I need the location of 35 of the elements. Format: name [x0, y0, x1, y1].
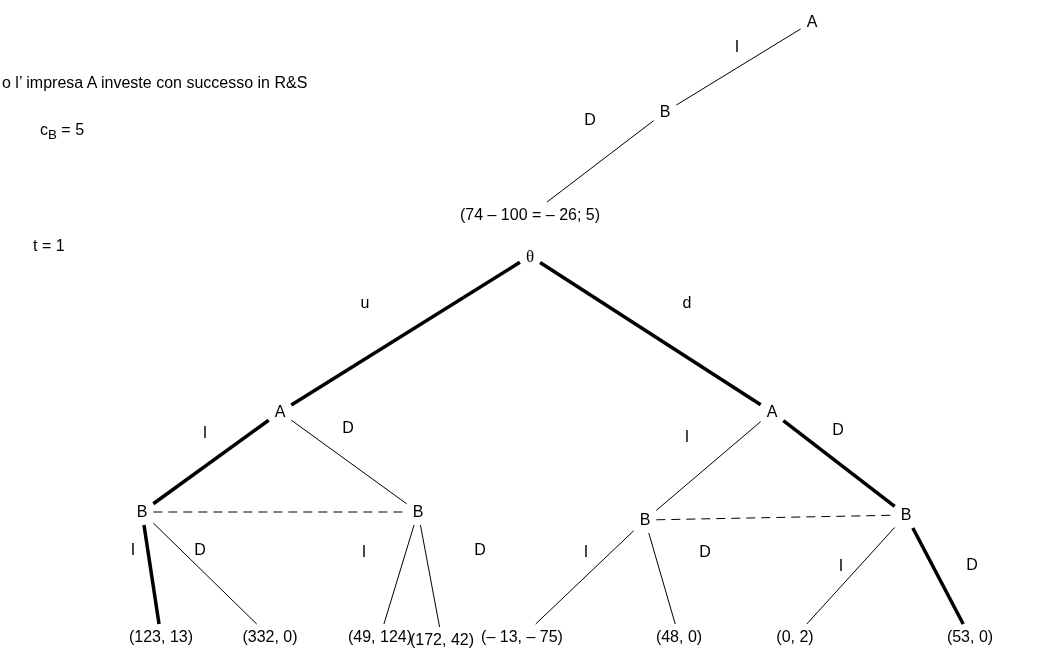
chance-node-symbol: θ	[519, 242, 541, 270]
payoff-label: (0, 2)	[770, 624, 820, 650]
player-label: B	[633, 507, 657, 533]
player-label: A	[800, 9, 824, 35]
branch-line	[535, 530, 635, 625]
note-text: c$_{B}$ = 5	[40, 120, 85, 144]
branch-line	[911, 527, 965, 625]
branch-line	[655, 421, 762, 511]
payoff-label: (332, 0)	[236, 624, 304, 650]
branch-line	[290, 419, 408, 505]
player-label: B	[653, 99, 677, 125]
note-text: o l’ impresa A investe con successo in R&S	[2, 73, 308, 93]
note-text: t = 1	[33, 236, 65, 256]
branch-line	[648, 532, 676, 625]
payoff-label: (48, 0)	[649, 624, 709, 650]
branch-line	[419, 524, 441, 628]
payoff-label: (123, 13)	[123, 624, 199, 650]
branch-line	[152, 418, 270, 506]
branch-line	[782, 419, 896, 508]
player-label: A	[268, 399, 292, 425]
branch-line	[383, 524, 415, 625]
branch-line	[152, 522, 258, 625]
branch-line	[806, 526, 896, 625]
branch-line	[675, 28, 802, 106]
payoff-label: (53, 0)	[940, 624, 1000, 650]
branch-line	[290, 260, 521, 407]
payoff-label: (74 – 100 = – 26; 5)	[453, 202, 607, 228]
player-label: B	[130, 499, 154, 525]
payoff-label: (– 13, – 75)	[475, 624, 569, 650]
player-label: B	[406, 499, 430, 525]
branch-line	[142, 524, 161, 625]
player-label: A	[760, 399, 784, 425]
branch-line	[539, 261, 762, 407]
player-label: B	[894, 502, 918, 528]
branch-line	[546, 120, 655, 203]
